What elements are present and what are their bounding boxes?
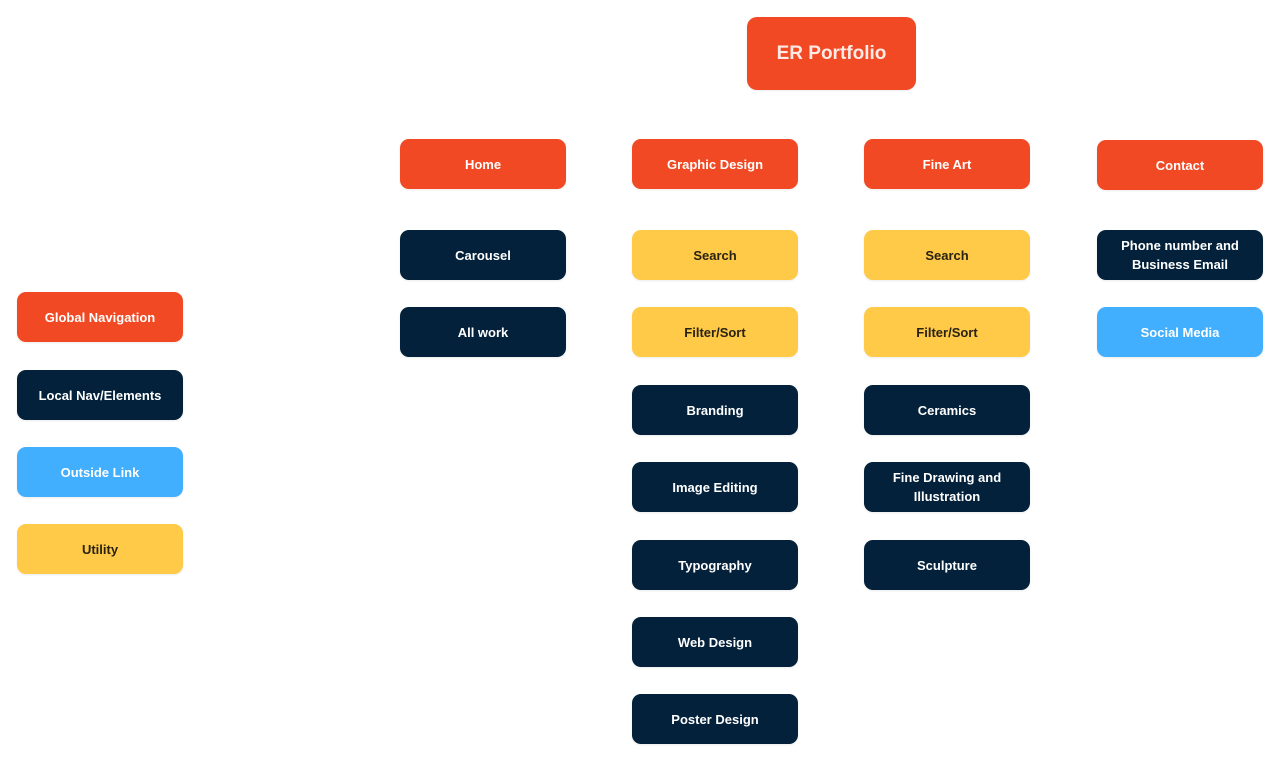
nav-node-home: Home [400, 139, 566, 189]
legend-utility: Utility [17, 524, 183, 574]
nav-node-fine-art: Fine Art [864, 139, 1030, 189]
home-item-carousel: Carousel [400, 230, 566, 280]
graphic-design-item-image-editing: Image Editing [632, 462, 798, 512]
graphic-design-item-poster-design: Poster Design [632, 694, 798, 744]
graphic-design-item-typography: Typography [632, 540, 798, 590]
fine-art-item-search: Search [864, 230, 1030, 280]
home-item-all-work: All work [400, 307, 566, 357]
root-node-er-portfolio: ER Portfolio [747, 17, 916, 90]
fine-art-item-fine-drawing-illustration: Fine Drawing and Illustration [864, 462, 1030, 512]
graphic-design-item-branding: Branding [632, 385, 798, 435]
legend-global-navigation: Global Navigation [17, 292, 183, 342]
nav-node-graphic-design: Graphic Design [632, 139, 798, 189]
graphic-design-item-search: Search [632, 230, 798, 280]
fine-art-item-sculpture: Sculpture [864, 540, 1030, 590]
graphic-design-item-web-design: Web Design [632, 617, 798, 667]
fine-art-item-filter-sort: Filter/Sort [864, 307, 1030, 357]
contact-item-social-media: Social Media [1097, 307, 1263, 357]
contact-item-phone-email: Phone number and Business Email [1097, 230, 1263, 280]
legend-outside-link: Outside Link [17, 447, 183, 497]
nav-node-contact: Contact [1097, 140, 1263, 190]
fine-art-item-ceramics: Ceramics [864, 385, 1030, 435]
graphic-design-item-filter-sort: Filter/Sort [632, 307, 798, 357]
legend-local-nav-elements: Local Nav/Elements [17, 370, 183, 420]
